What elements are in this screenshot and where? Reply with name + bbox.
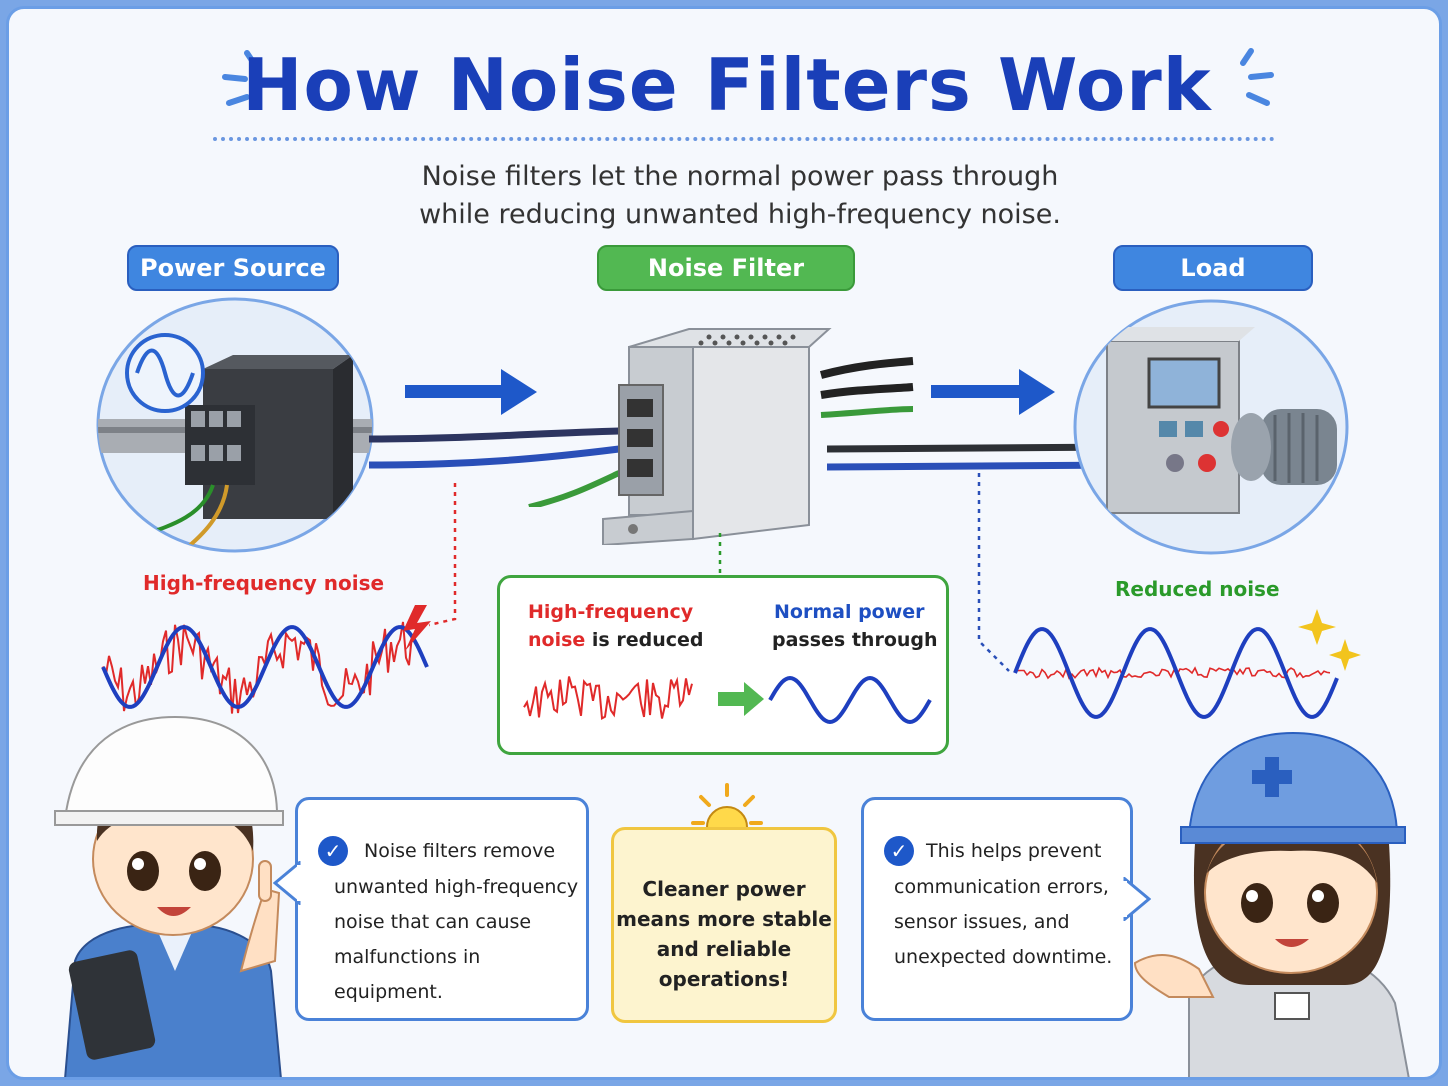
reduced-connector-line [977,473,1010,672]
infographic-frame: How Noise Filters Work Noise filters let… [6,6,1442,1080]
high-frequency-noise-label: High-frequency noise [143,571,385,595]
speech-bubble-left: ✓ Noise filters remove unwanted high-fre… [295,797,589,1021]
check-icon: ✓ [318,836,348,866]
load-label: Load [1113,245,1313,291]
flow-arrow-right-icon [931,369,1055,415]
bubble-left-line-1: Noise filters remove [364,840,556,862]
check-icon: ✓ [884,836,914,866]
sparkle-icon [1298,609,1361,671]
filter-connector-line [718,533,722,581]
noise-filter-device [602,328,914,545]
flow-arrow-left-icon [405,369,537,415]
load-illustration [1073,299,1349,555]
title-sparkle-right-icon [1240,48,1274,106]
engineer-boy-illustration [54,715,284,1077]
speech-bubble-right-tail [1123,877,1151,921]
bubble-right-line-3: sensor issues, and [894,911,1070,933]
reduced-noise-label: Reduced noise [1115,577,1280,601]
filter-clean-wave [768,675,932,725]
filter-box-noise-line-1: High-frequency [528,601,694,623]
lightning-icon [403,605,431,651]
speech-bubble-left-tail [273,861,301,905]
speech-bubble-right: ✓ This helps prevent communication error… [861,797,1133,1021]
filter-box-noise-line-2: noise is reduced [528,626,703,654]
bubble-left-line-4: malfunctions in equipment. [334,946,481,1003]
subtitle-line-2: while reducing unwanted high-frequency n… [419,199,1061,230]
filter-green-arrow-icon [718,682,764,716]
noise-connector-line [428,483,457,627]
bubble-right-line-4: unexpected downtime. [894,946,1113,968]
helmet-cross-icon [1252,757,1292,797]
title-divider [213,137,1275,141]
page-title: How Noise Filters Work [242,43,1212,127]
bubble-right-line-2: communication errors, [894,876,1109,898]
tip-line-2: means more stable [616,907,832,931]
subtitle-line-1: Noise filters let the normal power pass … [421,161,1059,192]
filter-box-normal-line-2: passes through [772,629,938,651]
filter-noise-wave [523,676,693,721]
tip-line-1: Cleaner power [642,877,806,901]
bubble-left-line-3: noise that can cause [334,911,532,933]
tip-line-4: operations! [658,967,790,991]
tip-box: Cleaner power means more stable and reli… [611,827,837,1023]
filter-box-normal-line-1: Normal power [774,601,925,623]
noise-filter-label: Noise Filter [597,245,855,291]
power-source-label: Power Source [127,245,339,291]
tip-line-3: and reliable [656,937,792,961]
title-sparkle-left-icon [222,50,258,106]
input-wires [369,427,621,507]
bubble-left-line-2: unwanted high-frequency [334,876,579,898]
filter-box-noise-word: noise [528,629,586,651]
filter-effect-box: High-frequency noise is reduced Normal p… [497,575,949,755]
engineer-girl-illustration [1133,731,1410,1077]
noisy-signal-wave [101,605,431,714]
bubble-right-line-1: This helps prevent [926,840,1102,862]
power-source-illustration [96,297,374,553]
reduced-noise-wave [1013,609,1361,719]
filter-box-reduced-word: is reduced [585,629,704,651]
